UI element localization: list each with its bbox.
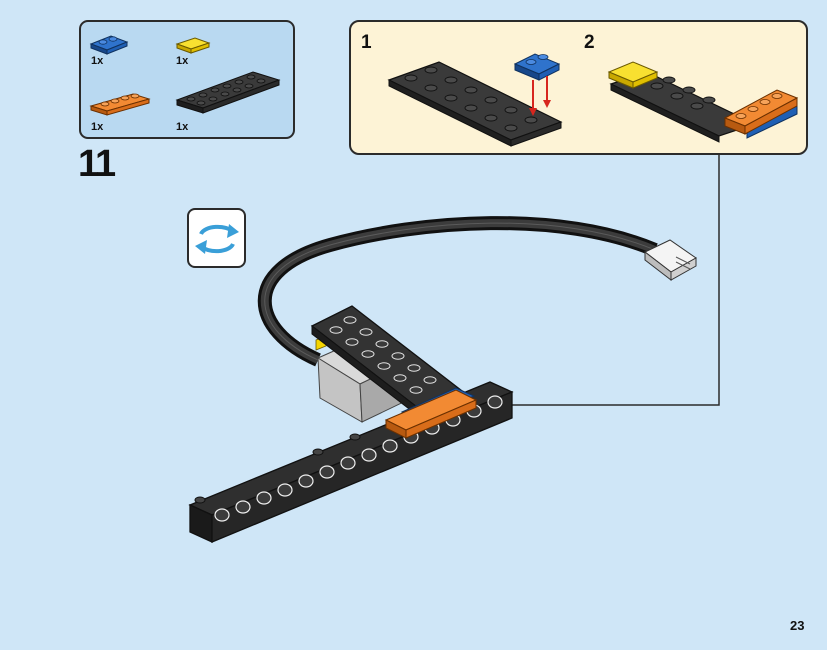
parts-list-box: 1x 1x 1x 1x <box>79 20 295 139</box>
blue-plate-part-icon <box>89 35 129 55</box>
part-qty-black: 1x <box>176 121 189 133</box>
substep-2-illustration <box>607 61 799 143</box>
rotate-model-icon <box>195 224 239 254</box>
step-number: 11 <box>78 143 116 185</box>
yellow-tile-part-icon <box>175 37 211 54</box>
orange-plate-part-icon <box>89 93 151 116</box>
part-qty-yellow: 1x <box>176 55 189 67</box>
part-qty-orange: 1x <box>91 121 104 133</box>
black-plate-part-icon <box>175 71 281 114</box>
substep-label-1: 1 <box>361 32 372 53</box>
substep-label-2: 2 <box>584 32 595 53</box>
substep-callout-box: 1 2 <box>349 20 808 155</box>
substep-1-illustration <box>387 53 563 147</box>
page-number: 23 <box>790 618 805 633</box>
part-qty-blue: 1x <box>91 55 104 67</box>
rotate-model-box <box>187 208 246 268</box>
